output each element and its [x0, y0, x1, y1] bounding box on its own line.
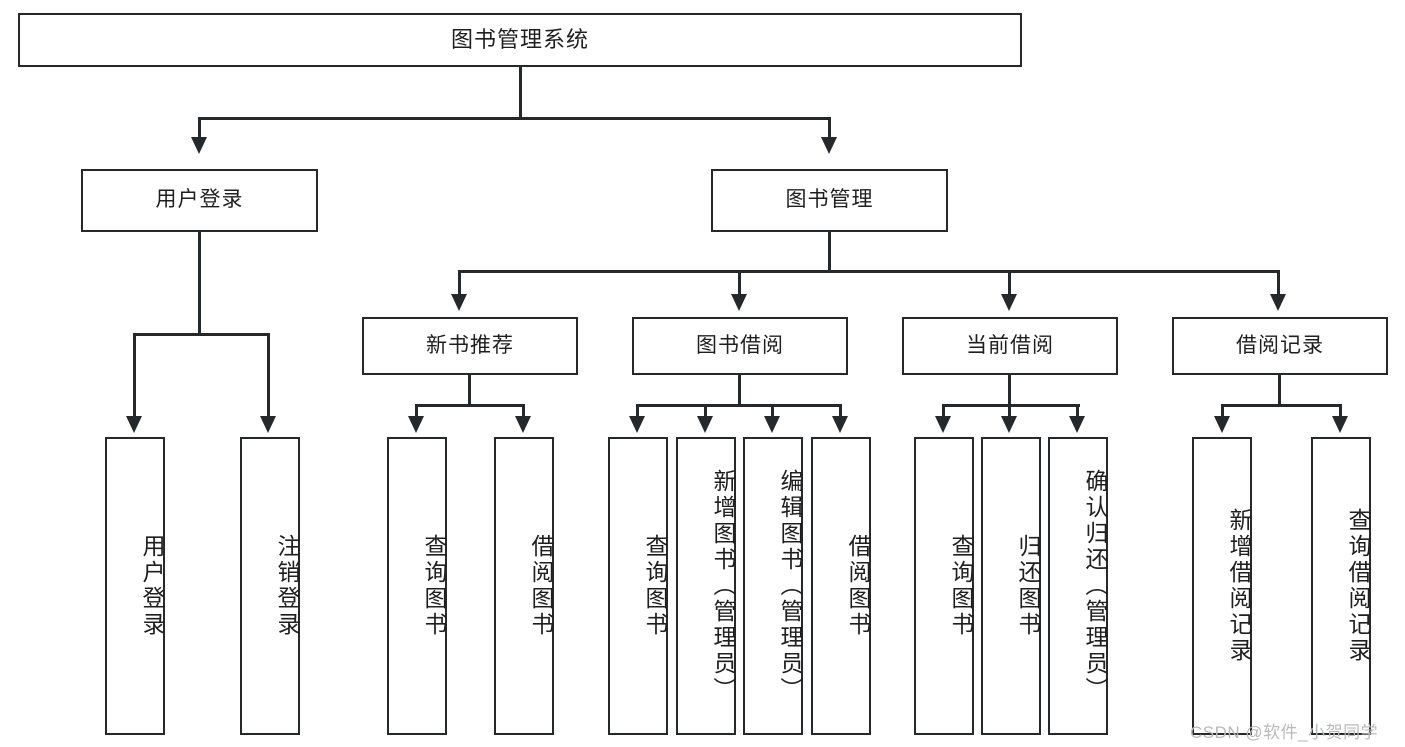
node-label: 图书管理	[785, 188, 874, 212]
node-label: 查询图书	[642, 534, 668, 638]
arrow-to-leaf-confirm-return	[1069, 416, 1085, 433]
arrow-to-user-login	[191, 137, 207, 154]
connector-bm-drop-2	[738, 270, 741, 296]
arrow-to-leaf-user-login	[126, 416, 142, 433]
node-borrow-record[interactable]: 借阅记录	[1172, 317, 1388, 375]
connector-user-login-bus	[133, 333, 270, 336]
connector-bb-drop-3	[771, 404, 774, 418]
arrow-to-borrow-record	[1270, 294, 1286, 311]
connector-br-drop-1	[1221, 404, 1224, 418]
connector-cb-bus	[942, 404, 1080, 407]
node-label: 编辑图书（管理员）	[777, 469, 803, 703]
connector-nbr-stem	[468, 375, 471, 405]
leaf-add-record[interactable]: 新增借阅记录	[1192, 437, 1252, 735]
leaf-query-book-2[interactable]: 查询图书	[608, 437, 668, 735]
node-label: 查询借阅记录	[1345, 508, 1371, 664]
node-root-system[interactable]: 图书管理系统	[18, 13, 1022, 67]
connector-br-bus	[1221, 404, 1341, 407]
leaf-user-login[interactable]: 用户登录	[105, 437, 165, 735]
connector-bb-stem	[738, 375, 741, 405]
connector-bm-drop-4	[1277, 270, 1280, 296]
connector-root-bus	[198, 117, 830, 120]
arrow-to-leaf-borrow-book-1	[515, 416, 531, 433]
arrow-to-leaf-query-book-1	[408, 416, 424, 433]
node-label: 图书借阅	[696, 333, 784, 357]
node-label: 当前借阅	[966, 333, 1054, 357]
leaf-query-book-1[interactable]: 查询图书	[387, 437, 447, 735]
arrow-to-leaf-query-record	[1332, 416, 1348, 433]
arrow-to-leaf-add-book	[697, 416, 713, 433]
node-book-manage[interactable]: 图书管理	[711, 169, 948, 232]
arrow-to-book-borrow	[731, 294, 747, 311]
leaf-user-logout[interactable]: 注销登录	[240, 437, 300, 735]
node-label: 归还图书	[1015, 534, 1041, 638]
node-label: 借阅图书	[845, 534, 871, 638]
leaf-borrow-book-1[interactable]: 借阅图书	[494, 437, 554, 735]
node-label: 新增图书（管理员）	[710, 469, 736, 703]
node-label: 用户登录	[139, 534, 165, 638]
connector-book-manage-bus	[458, 270, 1280, 273]
connector-bb-drop-1	[636, 404, 639, 418]
connector-root-stem	[519, 67, 522, 118]
node-label: 用户登录	[155, 188, 244, 212]
node-new-book-recommend[interactable]: 新书推荐	[362, 317, 578, 375]
connector-bb-bus	[636, 404, 842, 407]
leaf-add-book[interactable]: 新增图书（管理员）	[676, 437, 736, 735]
arrow-to-leaf-user-logout	[260, 416, 276, 433]
connector-book-manage-stem	[828, 232, 831, 272]
node-label: 注销登录	[274, 534, 300, 638]
arrow-to-leaf-query-book-3	[935, 416, 951, 433]
leaf-borrow-book-2[interactable]: 借阅图书	[811, 437, 871, 735]
node-label: 借阅图书	[528, 534, 554, 638]
connector-bm-drop-3	[1008, 270, 1011, 296]
connector-user-login-drop-2	[267, 333, 270, 418]
node-label: 新书推荐	[426, 333, 514, 357]
node-user-login[interactable]: 用户登录	[81, 169, 318, 232]
connector-root-drop-right	[828, 117, 831, 139]
leaf-return-book[interactable]: 归还图书	[981, 437, 1041, 735]
connector-nbr-drop-1	[415, 404, 418, 418]
node-label: 图书管理系统	[450, 27, 589, 53]
node-label: 借阅记录	[1236, 333, 1324, 357]
node-label: 确认归还（管理员）	[1082, 469, 1108, 703]
connector-nbr-drop-2	[522, 404, 525, 418]
connector-cb-drop-2	[1008, 404, 1011, 418]
node-label: 查询图书	[948, 534, 974, 638]
connector-br-drop-2	[1339, 404, 1342, 418]
connector-root-drop-left	[198, 117, 201, 139]
connector-cb-drop-3	[1076, 404, 1079, 418]
leaf-edit-book[interactable]: 编辑图书（管理员）	[743, 437, 803, 735]
connector-user-login-drop-1	[133, 333, 136, 418]
connector-bm-drop-1	[458, 270, 461, 296]
connector-cb-drop-1	[942, 404, 945, 418]
arrow-to-current-borrow	[1001, 294, 1017, 311]
arrow-to-leaf-edit-book	[764, 416, 780, 433]
leaf-query-book-3[interactable]: 查询图书	[914, 437, 974, 735]
connector-user-login-stem	[198, 232, 201, 334]
arrow-to-new-book-recommend	[451, 294, 467, 311]
node-book-borrow[interactable]: 图书借阅	[632, 317, 848, 375]
connector-bb-drop-4	[839, 404, 842, 418]
connector-cb-stem	[1008, 375, 1011, 405]
arrow-to-leaf-add-record	[1214, 416, 1230, 433]
connector-bb-drop-2	[704, 404, 707, 418]
connector-br-stem	[1278, 375, 1281, 405]
leaf-confirm-return[interactable]: 确认归还（管理员）	[1048, 437, 1108, 735]
node-label: 查询图书	[421, 534, 447, 638]
arrow-to-leaf-return-book	[1001, 416, 1017, 433]
arrow-to-book-manage	[821, 137, 837, 154]
arrow-to-leaf-query-book-2	[629, 416, 645, 433]
connector-nbr-bus	[415, 404, 525, 407]
node-label: 新增借阅记录	[1226, 508, 1252, 664]
arrow-to-leaf-borrow-book-2	[832, 416, 848, 433]
leaf-query-record[interactable]: 查询借阅记录	[1311, 437, 1371, 735]
node-current-borrow[interactable]: 当前借阅	[902, 317, 1118, 375]
